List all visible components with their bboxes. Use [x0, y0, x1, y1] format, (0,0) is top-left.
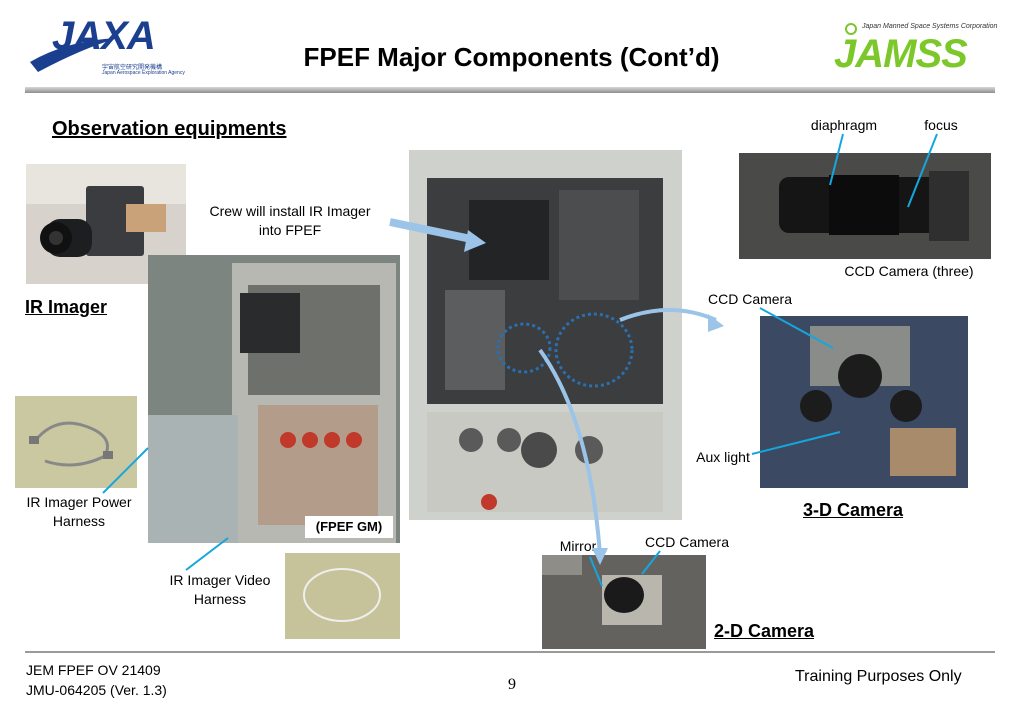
focus-label: focus — [924, 117, 958, 133]
footer-notice: Training Purposes Only — [795, 668, 962, 685]
fpef-gm-photo — [148, 255, 400, 543]
mirror-label: Mirror — [559, 538, 597, 554]
jamss-logo: Japan Manned Space Systems Corporation J… — [828, 20, 998, 76]
page-title: FPEF Major Components (Cont’d) — [303, 42, 720, 72]
jaxa-subtitle-en: Japan Aerospace Exploration Agency — [102, 70, 185, 76]
section-heading: Observation equipments — [52, 118, 287, 140]
jaxa-subtitle-jp: 宇宙航空研究開発機構 — [102, 65, 163, 71]
power-harness-line2: Harness — [52, 513, 106, 529]
crew-note-line1: Crew will install IR Imager — [209, 203, 371, 219]
fpef-gm-label: (FPEF GM) — [305, 516, 393, 538]
footer-divider — [25, 651, 995, 653]
power-harness-photo — [15, 396, 137, 488]
camera-2d-photo — [542, 555, 706, 649]
fpef-photo — [409, 150, 682, 520]
power-harness-line1: IR Imager Power — [26, 494, 132, 510]
camera-3d-photo — [760, 316, 968, 488]
jamss-wordmark: JAMSS — [834, 32, 968, 76]
camera-2d-heading: 2-D Camera — [714, 621, 815, 641]
jamss-tagline: Japan Manned Space Systems Corporation — [862, 23, 998, 30]
jaxa-wordmark: JAXA — [52, 14, 156, 58]
video-harness-label: IR Imager Video Harness — [156, 571, 284, 609]
ccd-three-label: CCD Camera (three) — [844, 263, 974, 279]
video-harness-photo — [285, 553, 400, 639]
header-divider — [25, 87, 995, 93]
footer-doc-line1: JEM FPEF OV 21409 — [26, 662, 161, 678]
crew-install-note: Crew will install IR Imager into FPEF — [190, 202, 390, 240]
video-harness-line1: IR Imager Video — [169, 572, 271, 588]
ccd-camera-closeup-photo — [739, 153, 991, 259]
crew-note-line2: into FPEF — [258, 222, 322, 238]
jaxa-logo: JAXA 宇宙航空研究開発機構 Japan Aerospace Explorat… — [28, 10, 185, 78]
jaxa-swoosh-icon — [30, 38, 118, 72]
diaphragm-label: diaphragm — [810, 117, 878, 133]
aux-light-label: Aux light — [696, 449, 750, 465]
footer-doc-line2: JMU-064205 (Ver. 1.3) — [26, 682, 167, 698]
camera-3d-heading: 3-D Camera — [803, 500, 904, 520]
footer-doc-info: JEM FPEF OV 21409 JMU-064205 (Ver. 1.3) — [26, 660, 167, 700]
ccd-camera-2d-label: CCD Camera — [644, 534, 729, 550]
page-number: 9 — [508, 676, 516, 693]
jamss-mark-icon — [845, 23, 857, 35]
to-3d-camera-arrowhead-icon — [708, 314, 724, 332]
power-harness-label: IR Imager Power Harness — [14, 493, 144, 531]
video-harness-line2: Harness — [193, 591, 247, 607]
ccd-camera-3d-label: CCD Camera — [707, 291, 792, 307]
ir-imager-heading: IR Imager — [25, 297, 108, 317]
